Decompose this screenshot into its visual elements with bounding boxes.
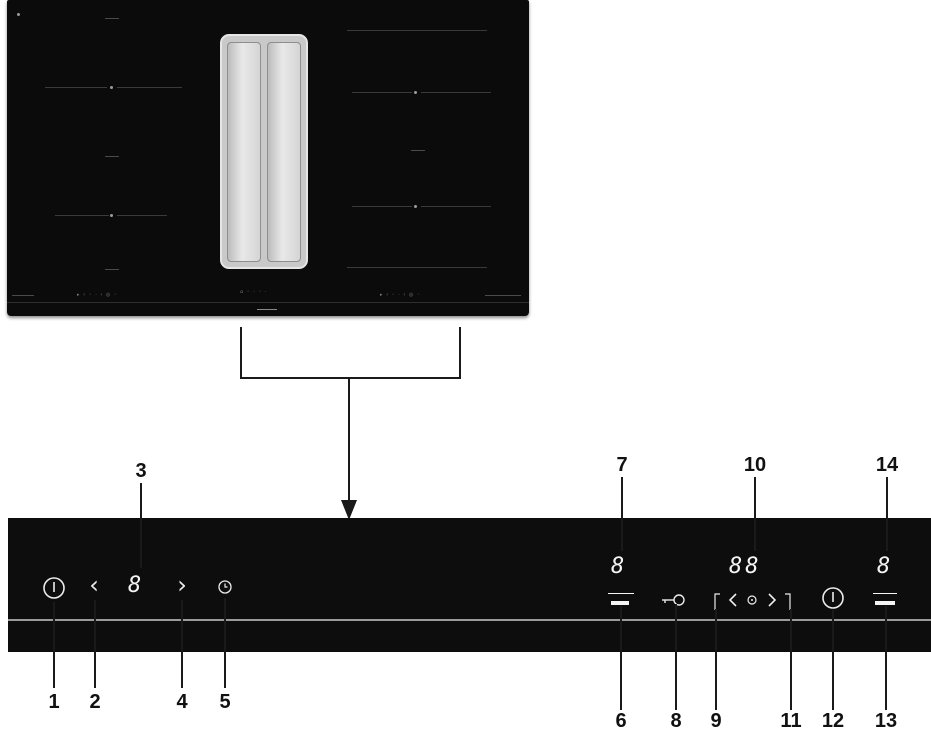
bracket-left-leg (240, 327, 242, 379)
zone-center-marker (414, 91, 417, 94)
zone-guide-left-4 (117, 215, 167, 216)
callout-1: 1 (48, 691, 60, 713)
zone-guide-right-5 (421, 206, 491, 207)
zone-center-marker (110, 86, 113, 89)
timer-display: 88 (729, 554, 762, 579)
corner-marker (17, 13, 20, 16)
zone-display-right: 8 (877, 554, 894, 579)
panel-divider-line (8, 619, 931, 621)
callout-12: 12 (821, 710, 845, 732)
zone-guide-left-1 (45, 87, 107, 88)
zone-guide-left-3 (55, 215, 109, 216)
callout-8: 8 (670, 710, 682, 732)
minus-arrow-icon[interactable]: ‹ (89, 571, 99, 599)
callout-14: 14 (875, 454, 899, 476)
power-icon-right[interactable] (821, 586, 845, 610)
leader-9 (715, 609, 717, 710)
timer-icon[interactable] (217, 579, 233, 595)
zone-guide-right-3 (421, 92, 491, 93)
zone-guide-left-2 (117, 87, 182, 88)
leader-4 (181, 600, 183, 688)
downdraft-vent (220, 34, 308, 269)
mini-controls-right: ▸ ‹ ◦ · › ◎ ◦ (380, 292, 421, 298)
zone-display-left: 8 (128, 573, 145, 598)
mini-controls-left: ▸ ‹ ◦ · › ◎ ◦ (77, 292, 118, 298)
callout-10: 10 (743, 454, 767, 476)
leader-1 (53, 602, 55, 688)
mini-divider (7, 302, 529, 303)
bracket-base (240, 377, 461, 379)
plus-arrow-icon[interactable]: › (177, 571, 187, 599)
bracket-right-leg (459, 327, 461, 379)
leader-12 (832, 610, 834, 710)
leader-6 (620, 606, 622, 710)
zone-indicator-line-right (873, 593, 897, 594)
vent-grille-left (227, 42, 261, 262)
vent-grille-right (267, 42, 301, 262)
leader-11 (790, 609, 792, 710)
zone-select-bar-right[interactable] (875, 601, 895, 605)
zone-mark-top-left (105, 18, 119, 19)
arrow-shaft (348, 379, 350, 501)
leader-3 (140, 483, 142, 568)
zone-guide-right-2 (352, 92, 412, 93)
zone-guide-right-6 (347, 267, 487, 268)
leader-10 (754, 477, 756, 551)
mini-controls-center: ⌂ ◦ · ◦ · (240, 289, 268, 295)
zone-mark-mid-left (105, 156, 119, 157)
control-panel (8, 518, 931, 652)
arrow-head (341, 500, 357, 520)
callout-2: 2 (89, 691, 101, 713)
callout-6: 6 (615, 710, 627, 732)
callout-5: 5 (219, 691, 231, 713)
mini-label-right (485, 295, 521, 296)
leader-13 (885, 606, 887, 710)
zone-select-bar[interactable] (611, 601, 629, 605)
timer-controls-group (714, 593, 791, 610)
key-lock-icon[interactable] (661, 592, 687, 608)
zone-mark-mid-right (411, 150, 425, 151)
leader-14 (886, 477, 888, 551)
callout-13: 13 (874, 710, 898, 732)
power-icon[interactable] (42, 576, 66, 600)
zone-mark-bottom-left (105, 269, 119, 270)
zone-guide-right-1 (347, 30, 487, 31)
zone-display-center: 8 (611, 554, 628, 579)
callout-4: 4 (176, 691, 188, 713)
leader-8 (675, 604, 677, 710)
brand-logo (257, 309, 277, 310)
zone-center-marker (414, 205, 417, 208)
zone-indicator-line (608, 593, 634, 594)
callout-9: 9 (710, 710, 722, 732)
zone-guide-right-4 (352, 206, 412, 207)
callout-11: 11 (780, 710, 802, 732)
callout-3: 3 (135, 460, 147, 482)
mini-label-left (12, 295, 34, 296)
timer-plus-button[interactable] (765, 590, 779, 612)
leader-5 (224, 598, 226, 688)
leader-2 (94, 600, 96, 688)
timer-minus-button[interactable] (728, 590, 742, 612)
zone-center-marker (110, 214, 113, 217)
callout-7: 7 (616, 454, 628, 476)
leader-7 (621, 477, 623, 551)
